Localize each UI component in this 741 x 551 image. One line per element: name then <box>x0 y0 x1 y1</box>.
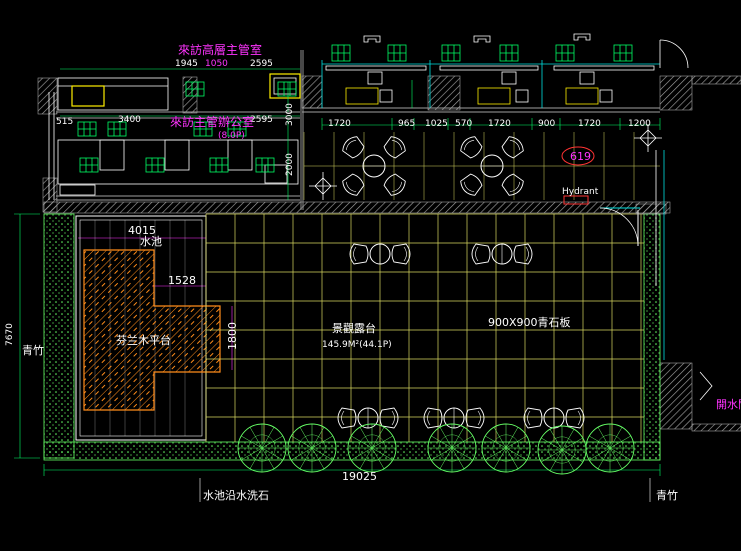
stone-floor-label: 900X900青石板 <box>488 315 571 329</box>
pool-edge-label: 水池沿水洗石 <box>203 489 269 502</box>
hydrant-label: Hydrant <box>562 187 599 197</box>
deck-height-dim: 1800 <box>226 322 239 350</box>
terrace-title: 景觀露台 <box>332 321 376 335</box>
bamboo-left-label: 青竹 <box>22 343 44 357</box>
upper-right-workstations <box>331 44 633 62</box>
chair <box>501 173 524 196</box>
dim-515: 515 <box>56 117 73 127</box>
terrace-area: 145.9M²(44.1P) <box>322 340 392 350</box>
pool-label: 水池 <box>140 235 162 248</box>
bamboo-right-label: 青竹 <box>656 488 678 502</box>
top-dim-1: 1720 <box>328 119 351 129</box>
room-tag: 619 <box>570 150 591 163</box>
tree <box>427 423 477 473</box>
chair <box>379 407 399 429</box>
right-room-label: 開水間 <box>716 398 741 411</box>
chair <box>460 173 483 196</box>
chair <box>513 243 533 265</box>
deck-inner-dim: 1528 <box>168 274 196 287</box>
chair <box>342 136 365 159</box>
deck-label: 芬兰木平台 <box>116 333 171 347</box>
chair <box>337 407 357 429</box>
top-dim-8: 1200 <box>628 119 651 129</box>
text-labels: 來訪高層主管室 1945 1050 2595 515 3400 2595 來訪主… <box>5 42 741 502</box>
chair <box>383 136 406 159</box>
visitor-office-label: 來訪高層主管室 <box>178 42 262 57</box>
top-dim-5: 1720 <box>488 119 511 129</box>
top-dim-4: 570 <box>455 119 472 129</box>
desks-and-chairs <box>321 33 689 108</box>
chair <box>523 407 543 429</box>
pool-width-label: 4015 <box>128 224 156 237</box>
dimension-lines <box>14 68 661 502</box>
upper-left-offices <box>48 73 301 200</box>
height-total-dim: 7670 <box>5 323 15 346</box>
top-dim-3: 1025 <box>425 119 448 129</box>
top-dim-7: 1720 <box>578 119 601 129</box>
chair <box>465 407 485 429</box>
dim-1050: 1050 <box>205 59 228 69</box>
office-area-label: (8.0P) <box>218 131 245 141</box>
dim-3000: 3000 <box>285 103 295 126</box>
pool-and-deck <box>75 215 221 441</box>
dim-1945: 1945 <box>175 59 198 69</box>
width-total-dim: 19025 <box>342 470 377 483</box>
tree <box>585 423 635 473</box>
visitor-office-2-label: 來訪主管辦公室 <box>170 114 254 129</box>
top-dim-2: 965 <box>398 119 415 129</box>
window-grids-left <box>77 81 297 173</box>
stone-tile-grid <box>205 132 660 442</box>
hydrant-symbol <box>561 146 667 247</box>
trees <box>237 423 635 475</box>
chair <box>342 173 365 196</box>
chair <box>471 243 491 265</box>
dim-2595b: 2595 <box>250 115 273 125</box>
plant-symbols <box>309 124 662 200</box>
dim-2595: 2595 <box>250 59 273 69</box>
walls <box>37 50 741 432</box>
chair <box>391 243 411 265</box>
tree <box>537 425 587 475</box>
tree <box>237 423 287 473</box>
chair <box>565 407 585 429</box>
tree <box>287 423 337 473</box>
dim-3400: 3400 <box>118 115 141 125</box>
tree <box>481 423 531 473</box>
chair <box>460 136 483 159</box>
outdoor-seating <box>337 136 585 429</box>
chair <box>501 136 524 159</box>
tree <box>347 423 397 473</box>
dim-2000: 2000 <box>285 153 295 176</box>
top-dim-6: 900 <box>538 119 555 129</box>
chair <box>383 173 406 196</box>
stair-arrow <box>699 371 713 401</box>
chair <box>423 407 443 429</box>
chair <box>349 243 369 265</box>
